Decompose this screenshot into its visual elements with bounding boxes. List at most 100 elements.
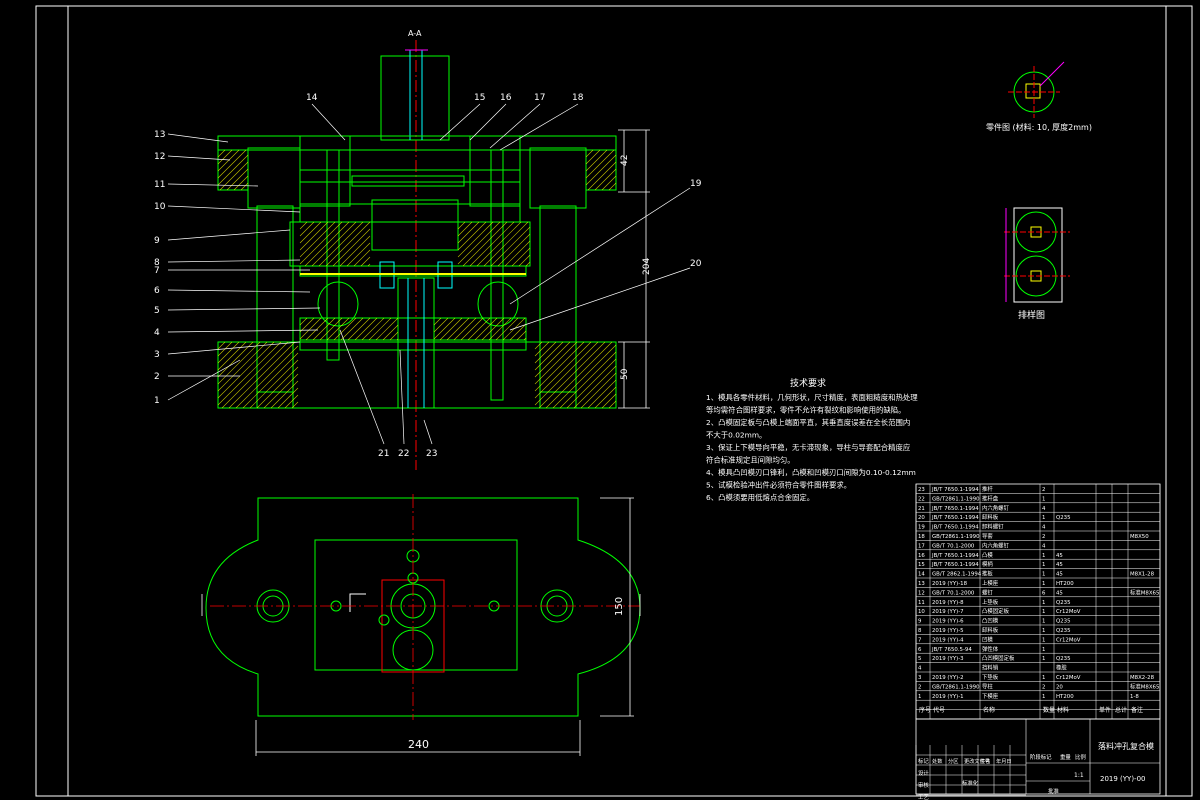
- hatch-line: [277, 387, 299, 409]
- bom-cell: M8X50: [1130, 534, 1149, 540]
- hatch-line: [585, 149, 615, 179]
- weight-label: 重量: [1060, 753, 1071, 761]
- plan-dimensions: [201, 497, 641, 756]
- hatch-line: [299, 221, 322, 244]
- hatch-line: [249, 359, 299, 409]
- bom-cell: 11: [918, 600, 925, 606]
- plan-centerlines: [210, 494, 640, 720]
- tech-line: 4、模具凸凹模刃口锋利，凸模和凹模刃口间隙为0.10-0.12mm: [706, 468, 916, 477]
- bom-cell: Q235: [1056, 515, 1071, 521]
- bom-cell: 2019 (YY)-2: [932, 675, 964, 681]
- hatch-line: [360, 256, 371, 267]
- leader-number-left: 11: [154, 180, 165, 190]
- bom-cell: HT200: [1056, 694, 1074, 700]
- hatch-line: [319, 317, 343, 341]
- bom-cell: GB/T 70.1-2000: [932, 543, 975, 549]
- hatch-line: [457, 221, 473, 237]
- hatch-line: [504, 240, 531, 267]
- section-dimensions: [618, 129, 650, 409]
- hatch-line: [235, 345, 299, 409]
- bom-cell: 2: [1042, 487, 1045, 493]
- hatch-line: [270, 380, 299, 409]
- hatch-line: [326, 317, 350, 341]
- hatch-line: [538, 341, 606, 409]
- bom-cell: 2: [1042, 684, 1045, 690]
- tech-line: 2、凸模固定板与凸模上端面平直，其垂直度误差在全长范围内: [706, 418, 910, 427]
- bom-cell: 6: [918, 647, 922, 653]
- bom-cell: 1: [1042, 515, 1045, 521]
- bom-cell: 卸料螺钉: [982, 523, 1004, 531]
- hatch-line: [566, 358, 617, 409]
- bom-cell: 4: [1042, 506, 1046, 512]
- hatch-line: [525, 261, 531, 267]
- hatch-line: [217, 341, 261, 385]
- leader-line: [499, 103, 579, 151]
- bom-cell: 20: [1056, 684, 1063, 690]
- bom-cell: 7: [918, 637, 921, 643]
- bom-header-cell: 材料: [1057, 706, 1069, 714]
- bom-cell: 21: [918, 506, 925, 512]
- leader-number-top: 14: [306, 93, 318, 103]
- hatch-line: [353, 249, 371, 267]
- hatch-line: [226, 168, 249, 191]
- leader-line: [509, 187, 691, 305]
- bom-cell: Q235: [1056, 656, 1071, 662]
- bom-cell: 1: [1042, 656, 1045, 662]
- hatch-line: [457, 221, 480, 244]
- dim-240: 240: [408, 738, 429, 751]
- hatch-line: [299, 221, 329, 251]
- leader-line: [509, 267, 691, 331]
- bom-cell: 2019 (YY)-4: [932, 637, 964, 643]
- bom-cell: 13: [918, 581, 925, 587]
- bom-cell: 1: [1042, 609, 1045, 615]
- hatch-line: [460, 317, 484, 341]
- hatch-line: [534, 341, 578, 385]
- part-drawing-label: 零件图 (材料: 10, 厚度2mm): [986, 122, 1092, 132]
- bom-cell: 15: [918, 562, 925, 568]
- leader-line: [167, 329, 319, 333]
- bom-cell: 45: [1056, 553, 1063, 559]
- hatch-line: [217, 149, 240, 172]
- hatch-line: [368, 317, 392, 341]
- hatch-line: [439, 317, 463, 341]
- leader-number-left: 2: [154, 372, 160, 382]
- bom-cell: 2019 (YY)-18: [932, 581, 968, 587]
- hatch-line: [516, 330, 527, 341]
- hatch-line: [217, 341, 268, 392]
- title-col-label: 签名: [980, 757, 990, 765]
- hatch-line: [488, 317, 512, 341]
- hatch-line: [389, 331, 399, 341]
- bom-cell: 3: [918, 675, 921, 681]
- bom-cell: 内六角螺钉: [982, 541, 1010, 549]
- leader-number-left: 4: [154, 328, 160, 338]
- hatch-line: [433, 317, 456, 340]
- hatch-line: [490, 226, 531, 267]
- bom-cell: 2019 (YY)-1: [932, 694, 964, 700]
- leader-number-right: 20: [690, 259, 702, 269]
- bom-cell: 2019 (YY)-3: [932, 656, 964, 662]
- section-mark: A-A: [408, 29, 422, 38]
- hatch-line: [311, 221, 357, 267]
- scale-value: 1:1: [1074, 772, 1084, 779]
- section-view: [217, 40, 617, 470]
- bom-cell: 凸模固定板: [982, 607, 1010, 615]
- hatch-line: [534, 341, 571, 378]
- hatch-line: [299, 221, 343, 265]
- hatch-line: [518, 254, 531, 267]
- bom-cell: 1: [1042, 496, 1045, 502]
- bom-cell: 1: [1042, 619, 1045, 625]
- leader-line: [167, 359, 241, 401]
- bom-cell: Q235: [1056, 600, 1071, 606]
- hatch-line: [340, 317, 364, 341]
- hatch-line: [481, 317, 505, 341]
- leader-line: [489, 103, 541, 149]
- hatch-line: [594, 386, 617, 409]
- drawing-name: 落料冲孔复合模: [1098, 741, 1154, 751]
- bom-cell: 凸凹模固定板: [982, 654, 1015, 662]
- hatch-line: [217, 149, 226, 158]
- bom-cell: 8: [918, 628, 922, 634]
- leader-line: [167, 289, 311, 293]
- bom-header-cell: 名称: [983, 706, 995, 714]
